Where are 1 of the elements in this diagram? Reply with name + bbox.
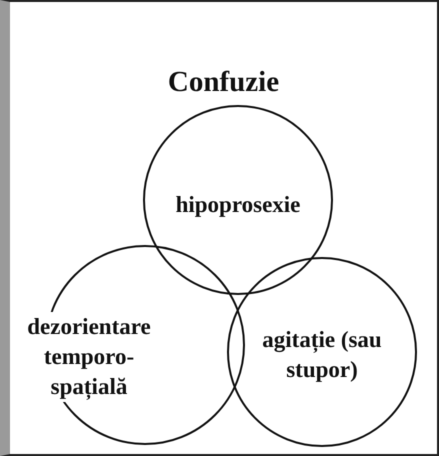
box-heading: Confuzie [166,66,280,99]
